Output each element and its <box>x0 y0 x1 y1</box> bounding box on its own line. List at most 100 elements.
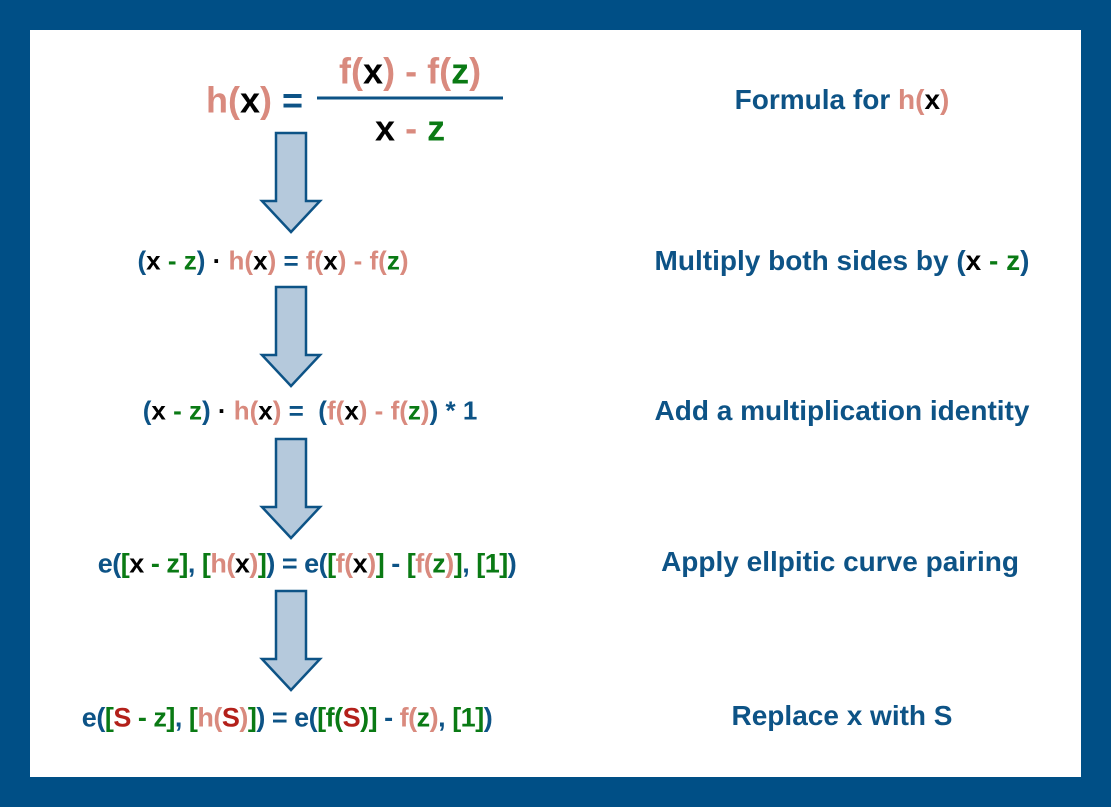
formula-segment: [ <box>406 548 416 579</box>
formula-segment: ) <box>358 395 368 426</box>
formula-segment: z <box>153 702 167 733</box>
formula-segment: Replace x with S <box>731 700 953 731</box>
formula-segment: f <box>305 245 315 276</box>
formula-segment: h <box>898 84 916 115</box>
formula-segment: - <box>160 245 184 276</box>
formula-segment: ) <box>420 395 430 426</box>
formula-segment: ] <box>247 702 257 733</box>
formula-segment: ) <box>383 50 396 92</box>
formula-segment: ( <box>244 245 254 276</box>
formula-segment: ) <box>429 395 439 426</box>
formula-segment: ( <box>249 395 259 426</box>
fraction-denominator: x - z <box>375 108 445 150</box>
formula-segment: , <box>187 548 202 579</box>
formula-segment: - <box>165 395 189 426</box>
formula-segment: = <box>281 395 319 426</box>
step-label-1: Formula for h(x) <box>735 84 950 116</box>
step-label-5: Replace x with S <box>732 700 953 732</box>
formula-segment: ( <box>318 395 327 426</box>
step-label-2: Multiply both sides by (x - z) <box>655 245 1030 277</box>
formula-segment: ) <box>239 702 248 733</box>
formula-segment: z <box>1006 245 1021 276</box>
formula-segment: - <box>981 245 1007 276</box>
formula-segment: ) <box>483 702 493 733</box>
formula-segment: S <box>342 702 361 733</box>
formula-segment: ( <box>408 702 417 733</box>
formula-segment: x <box>253 245 268 276</box>
formula-segment: x <box>344 395 359 426</box>
formula-segment: ( <box>399 395 408 426</box>
formula-segment: - <box>384 548 407 579</box>
formula-segment: ) <box>399 245 409 276</box>
formula-segment: = <box>272 79 304 120</box>
formula-segment: ) <box>445 548 454 579</box>
formula-segment: x <box>375 107 396 149</box>
formula-segment: e( <box>97 548 122 579</box>
formula-segment: ) <box>360 702 369 733</box>
down-arrow-icon <box>259 589 323 692</box>
formula-segment: ( <box>314 245 324 276</box>
formula-segment: = <box>264 702 295 733</box>
formula-segment: x <box>146 245 161 276</box>
formula-segment: e( <box>304 548 328 579</box>
step-label-4: Apply ellpitic curve pairing <box>661 546 1019 578</box>
formula-segment: [ <box>327 548 336 579</box>
formula-segment: ) <box>260 79 273 120</box>
formula-segment: * 1 <box>438 395 478 426</box>
formula-segment: x <box>323 245 338 276</box>
formula-segment: - <box>367 395 391 426</box>
formula-segment: f <box>415 548 424 579</box>
formula-segment: h <box>197 702 214 733</box>
formula-segment: ] <box>453 548 463 579</box>
formula-segment: - <box>130 702 154 733</box>
formula-segment: x <box>240 79 261 120</box>
formula-segment: ] <box>368 702 378 733</box>
formula-segment: ) <box>429 702 439 733</box>
formula-segment: ( <box>213 702 222 733</box>
formula-segment: ( <box>439 50 452 92</box>
formula-segment: z <box>166 548 180 579</box>
formula-segment: x <box>363 50 384 92</box>
formula-segment: f <box>326 395 336 426</box>
formula-segment: , <box>462 548 477 579</box>
formula-segment: S <box>221 702 240 733</box>
formula-segment: ) <box>367 548 376 579</box>
formula-segment: ] <box>166 702 175 733</box>
formula-segment: h <box>206 79 228 120</box>
formula-segment: f <box>339 50 352 92</box>
step-formula-2: (x - z) · h(x) = f(x) - f(z) <box>138 246 409 277</box>
formula-segment: ( <box>334 702 343 733</box>
formula-segment: - <box>395 107 428 149</box>
formula-segment: Formula for <box>734 84 898 115</box>
step-formula-5: e([S - z], [h(S)]) = e([f(S)] - f(z), [1… <box>82 702 493 734</box>
down-arrow-icon <box>259 437 323 540</box>
formula-segment: h <box>228 245 245 276</box>
formula-segment: e( <box>294 702 318 733</box>
formula-segment: ] <box>375 548 385 579</box>
formula-segment: z <box>407 395 421 426</box>
formula-segment: ( <box>142 395 152 426</box>
formula-segment: ) <box>196 245 206 276</box>
formula-segment: ) <box>507 548 517 579</box>
formula-segment: z <box>416 702 431 733</box>
formula-segment: f <box>325 702 335 733</box>
formula-segment: [ <box>188 702 198 733</box>
formula-h-of-x: h(x) = f(x) - f(z) x - z <box>206 50 504 150</box>
formula-segment: ( <box>137 245 147 276</box>
formula-segment: x <box>965 245 982 276</box>
formula-segment: - <box>395 50 428 92</box>
formula-segment: f <box>427 50 440 92</box>
formula-segment: ) <box>469 50 482 92</box>
formula-segment: ( <box>335 395 345 426</box>
formula-segment: , <box>174 702 189 733</box>
formula-segment: , <box>438 702 453 733</box>
formula-segment: z <box>386 245 400 276</box>
formula-segment: f <box>335 548 345 579</box>
formula-segment: ) <box>337 245 347 276</box>
formula-segment: x <box>258 395 273 426</box>
formula-segment: ] <box>257 548 267 579</box>
formula-segment: ( <box>344 548 353 579</box>
formula-segment: · <box>210 395 234 426</box>
formula-segment: z <box>432 548 446 579</box>
formula-segment: [ <box>201 548 211 579</box>
